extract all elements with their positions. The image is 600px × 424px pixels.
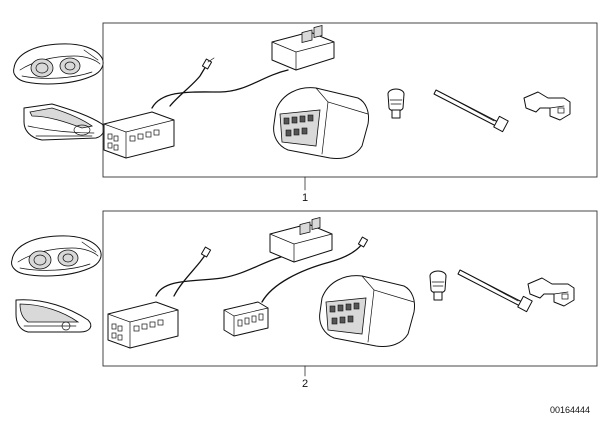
kit-1-cable-tie (433, 89, 509, 133)
kit-2-harness (107, 246, 285, 349)
kit-2-cable-tie (457, 269, 533, 313)
headlight-illustration-1 (13, 43, 104, 85)
kit-1-relay-box (271, 25, 335, 71)
kit-2-connector-housing (319, 275, 416, 347)
kit-1-connector-housing (273, 87, 370, 159)
kit-2-relay-box (269, 217, 333, 263)
kit-1-bulb-holder (387, 88, 405, 119)
kit-1-callout: 1 (302, 192, 308, 204)
kit-2-frame (102, 210, 598, 367)
kit-2-callout: 2 (302, 378, 308, 390)
kit-1-bracket (523, 91, 571, 121)
kit-2-flat-connector (223, 236, 369, 337)
taillight-illustration-2 (15, 299, 92, 333)
kit-2-bulb-holder (429, 270, 447, 301)
kit-1-harness (103, 57, 289, 159)
taillight-illustration-1 (23, 103, 105, 141)
document-number: 00164444 (550, 405, 590, 415)
headlight-illustration-2 (11, 235, 102, 277)
kit-2-bracket (527, 277, 575, 307)
kit-1-frame (102, 22, 598, 178)
